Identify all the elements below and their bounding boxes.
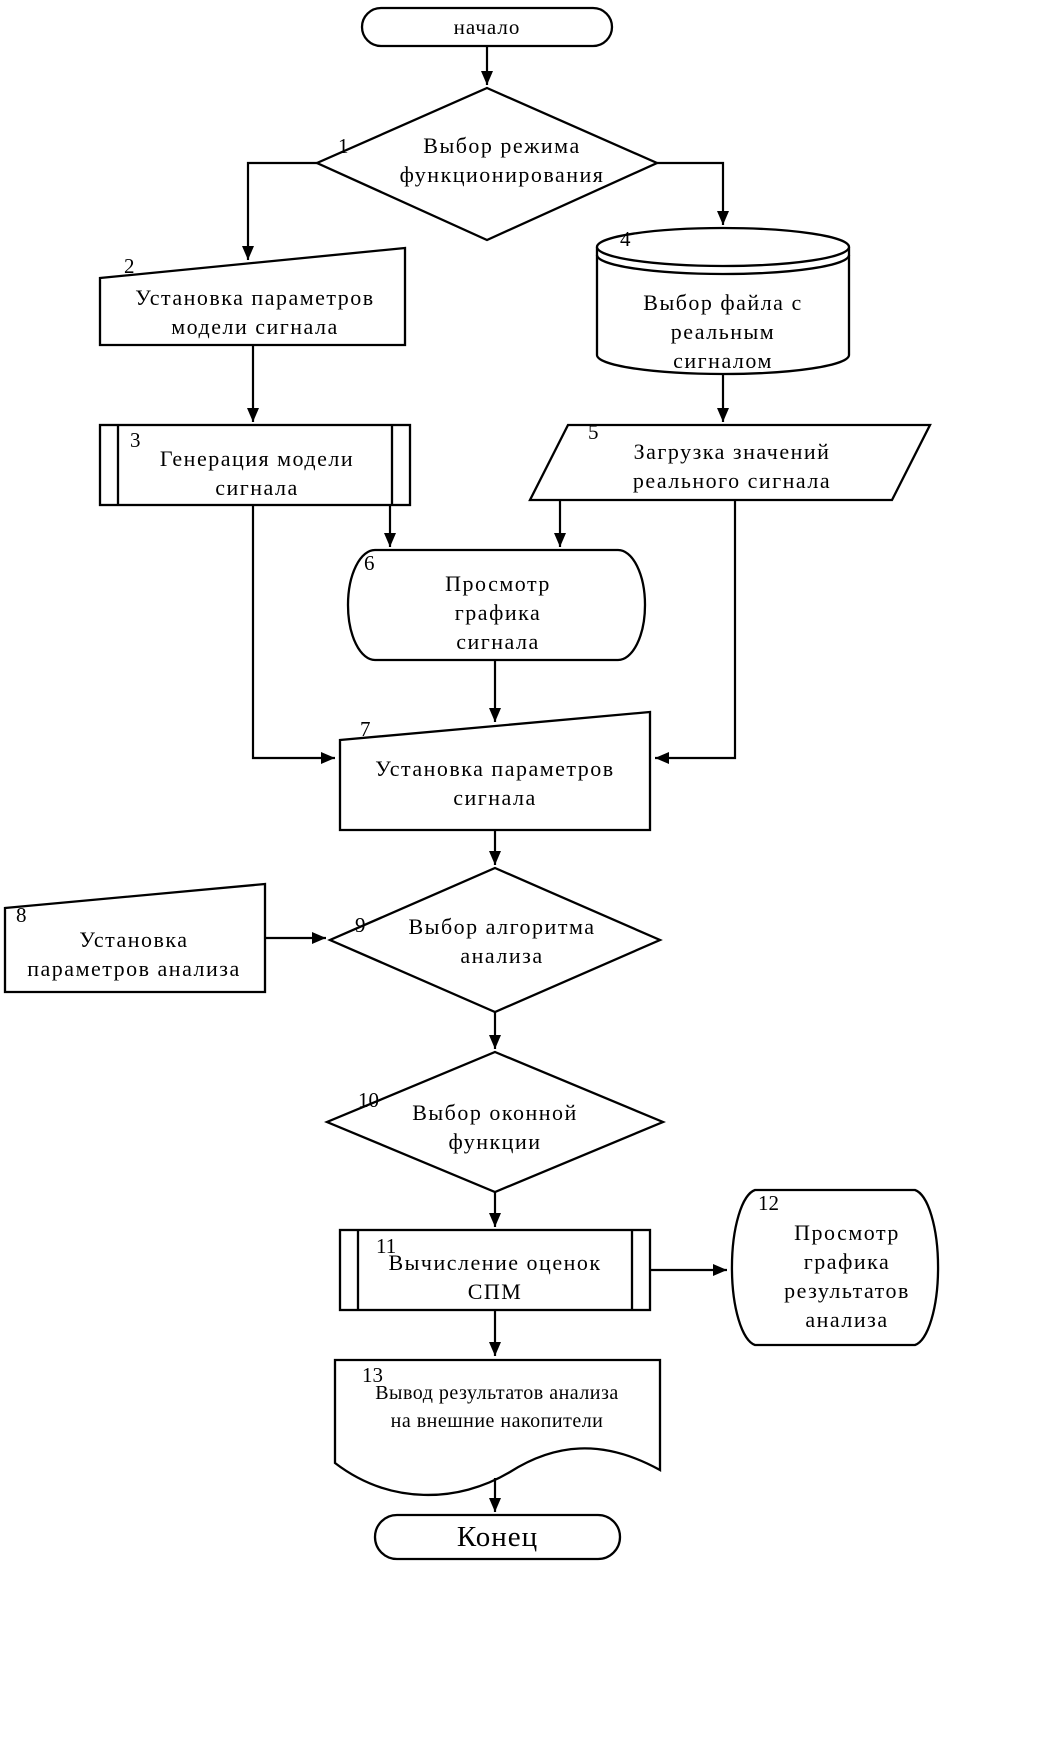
node-6-label: Просмотр графика сигнала	[445, 571, 551, 654]
node-2-number: 2	[124, 254, 135, 278]
node-1-shape	[314, 86, 660, 242]
node-11-label: Вычисление оценок СПМ	[388, 1250, 602, 1304]
edge-1-4	[657, 161, 729, 225]
node-1-number: 1	[338, 134, 349, 158]
node-7-shape	[338, 710, 652, 832]
edge-5-7	[655, 500, 737, 764]
node-1-label: Выбор режима функционирования	[399, 133, 605, 187]
edge-1-2	[242, 161, 317, 260]
node-4-label: Выбор файла с реальным сигналом	[643, 290, 803, 373]
node-2-shape	[98, 246, 407, 347]
node-9-number: 9	[355, 913, 366, 937]
node-12-shape	[730, 1188, 940, 1347]
node-8-label: Установка параметров анализа	[27, 927, 241, 981]
node-2-label: Установка параметров модели сигнала	[135, 285, 375, 339]
edge-3-7	[251, 505, 335, 764]
node-end-label: Конец	[456, 1521, 539, 1553]
node-4-shape	[595, 226, 851, 376]
node-4-number: 4	[620, 227, 631, 251]
node-10-label: Выбор оконной функции	[412, 1100, 578, 1154]
node-10-number: 10	[358, 1088, 379, 1112]
node-12-label: Просмотр графика результатов анализа	[784, 1220, 910, 1332]
node-3-shape	[98, 423, 412, 507]
node-5-label: Загрузка значений реального сигнала	[632, 439, 832, 493]
node-5-number: 5	[588, 420, 599, 444]
node-end-shape	[373, 1513, 622, 1561]
node-3-label: Генерация модели сигнала	[159, 446, 355, 500]
node-13-number: 13	[362, 1363, 383, 1387]
node-7-label: Установка параметров сигнала	[375, 756, 615, 810]
node-6-number: 6	[364, 551, 375, 575]
node-13-label: Вывод результатов анализа на внешние нак…	[375, 1382, 619, 1432]
node-8-number: 8	[16, 903, 27, 927]
node-6-shape	[346, 548, 647, 662]
node-12-number: 12	[758, 1191, 779, 1215]
node-5-shape	[528, 423, 932, 502]
node-8-shape	[3, 882, 267, 994]
node-9-label: Выбор алгоритма анализа	[408, 914, 596, 968]
node-13-shape	[333, 1358, 662, 1497]
node-7-number: 7	[360, 717, 371, 741]
node-3-number: 3	[130, 428, 141, 452]
node-11-number: 11	[376, 1234, 397, 1258]
node-start-label: начало	[453, 15, 521, 39]
